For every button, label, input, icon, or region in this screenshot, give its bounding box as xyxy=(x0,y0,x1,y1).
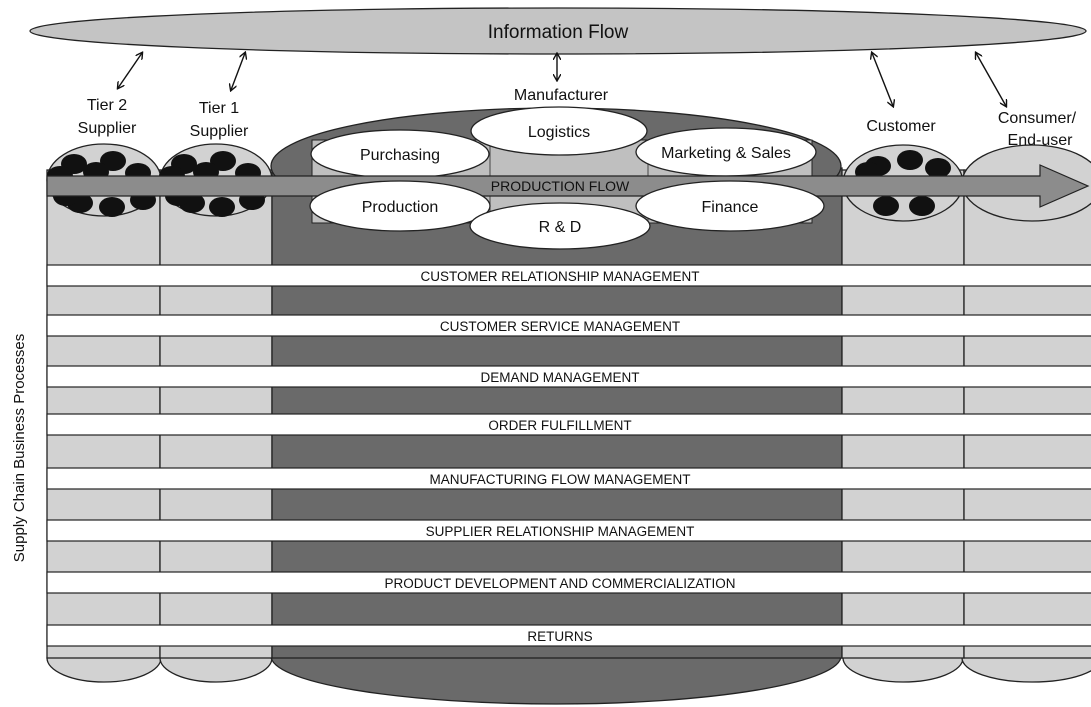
process-bar xyxy=(46,413,1091,436)
process-bar-label: MANUFACTURING FLOW MANAGEMENT xyxy=(429,472,690,487)
process-bar xyxy=(46,365,1091,388)
customer-label: Customer xyxy=(866,118,936,135)
process-bar-label: RETURNS xyxy=(527,629,592,644)
network-node xyxy=(100,151,126,171)
network-node xyxy=(210,151,236,171)
customer-info-arrow xyxy=(872,53,893,106)
tier2-label-line2: Supplier xyxy=(78,120,137,137)
finance-label: Finance xyxy=(702,199,759,216)
consumer-label-line1: Consumer/ xyxy=(998,110,1077,127)
production-flow-arrow xyxy=(46,164,1090,208)
information-arrows xyxy=(118,53,1006,106)
network-node xyxy=(925,158,951,178)
information-flow-label: Information Flow xyxy=(488,22,629,43)
tier1-label-line1: Tier 1 xyxy=(199,100,239,117)
finance-node xyxy=(635,180,825,232)
consumer-label-line2: End-user xyxy=(1008,132,1074,149)
side-label: Supply Chain Business Processes xyxy=(11,334,28,562)
purchasing-label: Purchasing xyxy=(360,147,440,164)
consumer-info-arrow xyxy=(976,53,1006,106)
business-process-bars: CUSTOMER RELATIONSHIP MANAGEMENT CUSTOMER… xyxy=(46,264,1091,647)
process-bar-label: SUPPLIER RELATIONSHIP MANAGEMENT xyxy=(426,524,695,539)
production-label: Production xyxy=(362,199,439,216)
process-bar-label: DEMAND MANAGEMENT xyxy=(480,370,639,385)
rd-node xyxy=(469,202,651,250)
process-bar-label: ORDER FULFILLMENT xyxy=(488,418,631,433)
process-bar-label: CUSTOMER RELATIONSHIP MANAGEMENT xyxy=(420,269,699,284)
logistics-label: Logistics xyxy=(528,124,590,141)
rd-label: R & D xyxy=(539,219,582,236)
process-bar xyxy=(46,624,1091,647)
network-node xyxy=(897,150,923,170)
process-bar xyxy=(46,519,1091,542)
process-bar xyxy=(46,467,1091,490)
tier1-label-line2: Supplier xyxy=(190,123,249,140)
tier2-info-arrow xyxy=(118,53,142,88)
logistics-node xyxy=(470,106,648,156)
production-flow-label: PRODUCTION FLOW xyxy=(491,178,630,194)
network-node xyxy=(873,196,899,216)
departments: Logistics Purchasing Marketing & Sales xyxy=(310,106,817,179)
marketing-label: Marketing & Sales xyxy=(661,145,791,162)
column-labels: Tier 2 Supplier Tier 1 Supplier Manufact… xyxy=(78,87,1077,149)
network-node xyxy=(209,197,235,217)
process-bar xyxy=(46,264,1091,287)
process-bar-label: PRODUCT DEVELOPMENT AND COMMERCIALIZATIO… xyxy=(384,576,735,591)
tier2-label-line1: Tier 2 xyxy=(87,97,127,114)
process-bar xyxy=(46,314,1091,337)
tier1-info-arrow xyxy=(231,53,245,90)
process-bar xyxy=(46,571,1091,594)
process-bar-label: CUSTOMER SERVICE MANAGEMENT xyxy=(440,319,680,334)
production-node xyxy=(309,180,491,232)
network-node xyxy=(909,196,935,216)
manufacturer-label: Manufacturer xyxy=(514,87,609,104)
network-node xyxy=(99,197,125,217)
